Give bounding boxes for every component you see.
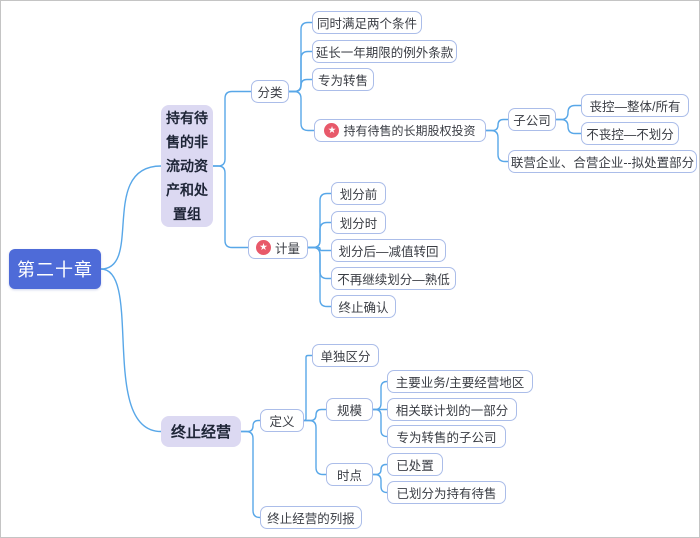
node-label: 持有待售的长期股权投资 bbox=[343, 124, 476, 138]
subtopic-timing[interactable]: 时点 bbox=[326, 463, 373, 486]
node-presentation-of-discontinued-operations[interactable]: 终止经营的列报 bbox=[260, 506, 362, 529]
node-label: 分类 bbox=[257, 86, 283, 100]
node-label: 持有待售的非流动资产和处置组 bbox=[166, 110, 208, 222]
node-label: 丧控—整体/所有 bbox=[589, 100, 681, 114]
node-label: 已划分为持有待售 bbox=[396, 487, 497, 501]
topic-discontinued-operations[interactable]: 终止经营 bbox=[161, 416, 241, 447]
node-label: 划分后—减值转回 bbox=[338, 245, 439, 259]
node-label: 子公司 bbox=[513, 114, 551, 128]
node-no-lose-control[interactable]: 不丧控—不划分 bbox=[581, 122, 679, 145]
node-label: 不再继续划分—熟低 bbox=[337, 273, 450, 287]
node-two-conditions[interactable]: 同时满足两个条件 bbox=[312, 11, 422, 34]
node-label: 延长一年期限的例外条款 bbox=[315, 46, 454, 60]
node-part-of-related-plan[interactable]: 相关联计划的一部分 bbox=[387, 398, 517, 421]
node-major-business-or-area[interactable]: 主要业务/主要经营地区 bbox=[387, 370, 533, 393]
node-label: 专为转售的子公司 bbox=[396, 431, 497, 445]
node-at-classification[interactable]: 划分时 bbox=[331, 211, 386, 234]
node-before-classification[interactable]: 划分前 bbox=[331, 182, 386, 205]
subtopic-measurement[interactable]: ★ 计量 bbox=[248, 236, 308, 259]
node-label: 相关联计划的一部分 bbox=[395, 404, 509, 418]
node-for-resale[interactable]: 专为转售 bbox=[312, 68, 374, 91]
node-label: 联营企业、合营企业--拟处置部分 bbox=[510, 156, 695, 170]
subtopic-scale[interactable]: 规模 bbox=[326, 398, 373, 421]
node-one-year-exception[interactable]: 延长一年期限的例外条款 bbox=[312, 40, 457, 63]
node-label: 不丧控—不划分 bbox=[586, 128, 674, 142]
node-label: 计量 bbox=[274, 242, 300, 256]
node-lose-control-whole[interactable]: 丧控—整体/所有 bbox=[581, 94, 689, 117]
node-label: 划分时 bbox=[339, 217, 378, 231]
node-hfs-long-term-equity-investment[interactable]: ★ 持有待售的长期股权投资 bbox=[314, 119, 486, 142]
node-derecognition[interactable]: 终止确认 bbox=[331, 295, 396, 318]
node-subsidiary-for-resale[interactable]: 专为转售的子公司 bbox=[387, 425, 506, 448]
node-chapter-20-root[interactable]: 第二十章 bbox=[9, 249, 101, 289]
star-icon: ★ bbox=[324, 123, 340, 138]
node-label: 第二十章 bbox=[17, 260, 93, 280]
node-label: 时点 bbox=[336, 469, 362, 483]
node-label: 终止确认 bbox=[338, 301, 389, 315]
node-label: 单独区分 bbox=[320, 350, 371, 364]
node-associates-joint-ventures[interactable]: 联营企业、合营企业--拟处置部分 bbox=[508, 150, 697, 173]
node-label: 定义 bbox=[269, 415, 295, 429]
node-label: 同时满足两个条件 bbox=[317, 17, 418, 31]
subtopic-classification[interactable]: 分类 bbox=[251, 80, 289, 103]
node-classified-as-held-for-sale[interactable]: 已划分为持有待售 bbox=[387, 481, 506, 504]
subtopic-definition[interactable]: 定义 bbox=[260, 409, 304, 432]
node-separately-distinguishable[interactable]: 单独区分 bbox=[312, 344, 379, 367]
node-label: 终止经营 bbox=[170, 424, 231, 441]
node-label: 主要业务/主要经营地区 bbox=[395, 376, 525, 390]
node-label: 划分前 bbox=[339, 188, 378, 202]
node-already-disposed[interactable]: 已处置 bbox=[387, 453, 443, 476]
node-subsidiary[interactable]: 子公司 bbox=[508, 108, 556, 131]
node-no-longer-classified-lower[interactable]: 不再继续划分—熟低 bbox=[331, 267, 456, 290]
node-label: 终止经营的列报 bbox=[267, 512, 355, 526]
star-icon: ★ bbox=[255, 240, 271, 255]
node-label: 专为转售 bbox=[317, 74, 368, 88]
node-label: 规模 bbox=[336, 404, 362, 418]
node-after-impairment-reversal[interactable]: 划分后—减值转回 bbox=[331, 239, 446, 262]
node-label: 已处置 bbox=[396, 459, 434, 473]
topic-held-for-sale-assets[interactable]: 持有待售的非流动资产和处置组 bbox=[161, 105, 213, 227]
